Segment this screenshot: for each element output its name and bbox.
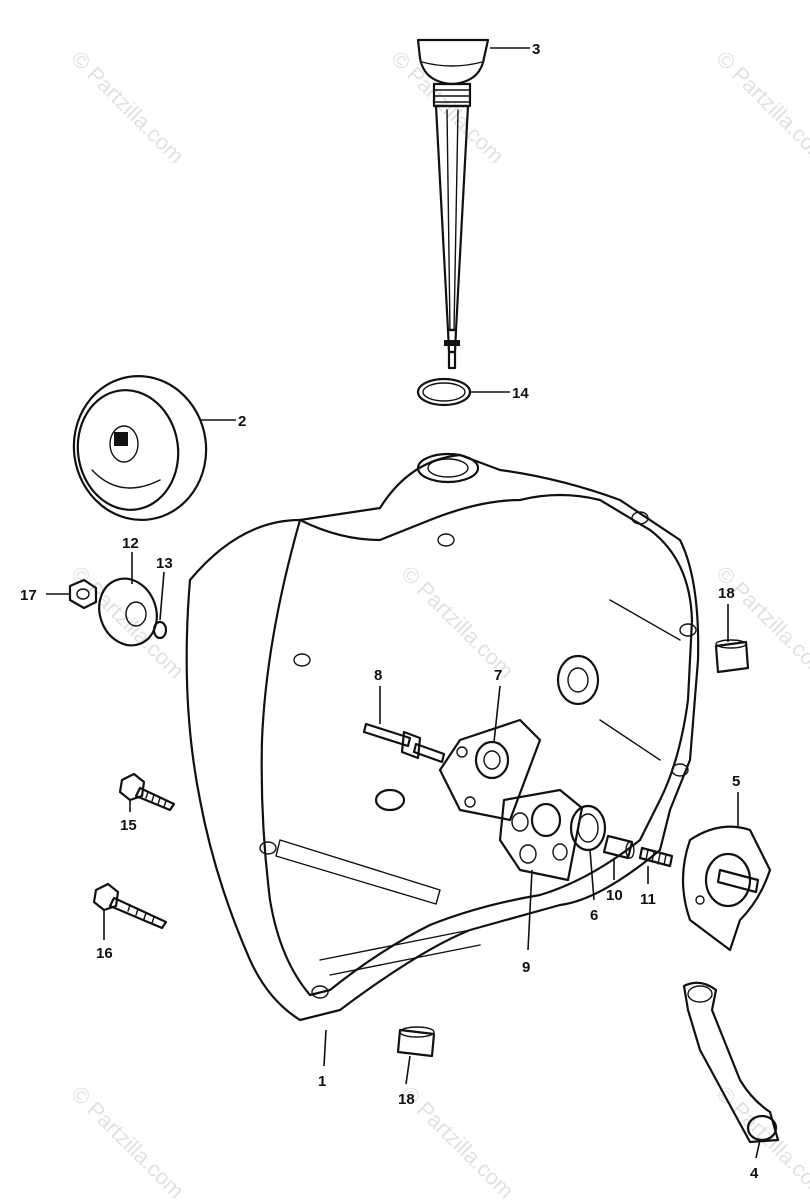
callout-2: 2	[238, 413, 246, 430]
callout-3: 3	[532, 41, 540, 58]
watermark-text: © Partzilla.com	[396, 561, 519, 684]
watermark-text: © Partzilla.com	[396, 1081, 519, 1200]
oring-14-part	[416, 377, 472, 407]
callout-11: 11	[640, 891, 656, 908]
callout-9: 9	[522, 959, 530, 976]
callout-15: 15	[120, 817, 137, 834]
callout-4: 4	[750, 1165, 759, 1182]
watermark-text: © Partzilla.com	[711, 46, 810, 169]
gasket-9-part	[498, 788, 584, 882]
spring-11-part	[638, 846, 674, 868]
bolts-parts	[92, 772, 176, 930]
watermark-text: © Partzilla.com	[66, 46, 189, 169]
callout-13: 13	[156, 555, 173, 572]
watermark-text: © Partzilla.com	[711, 561, 810, 684]
callout-1: 1	[318, 1073, 326, 1090]
callout-7: 7	[494, 667, 502, 684]
stud-bolt-8-part	[362, 722, 446, 764]
watermark-text: © Partzilla.com	[66, 1081, 189, 1200]
callout-16: 16	[96, 945, 113, 962]
callout-17: 17	[20, 587, 37, 604]
dowel-18-parts	[396, 639, 750, 1058]
cam-plate-5-part	[681, 825, 772, 952]
callout-leaders	[46, 47, 761, 1159]
callout-labels: 3 14 2 12 13 17 18 8 7 5 15 10 11 6 9 16…	[20, 41, 759, 1182]
small-cap-parts	[68, 577, 168, 647]
crankcase-cover-part	[185, 452, 700, 1022]
callout-18-lower: 18	[398, 1091, 415, 1108]
callout-12: 12	[122, 535, 139, 552]
callout-10: 10	[606, 887, 623, 904]
oil-pump-7-part	[438, 718, 542, 822]
callout-14: 14	[512, 385, 529, 402]
callout-6: 6	[590, 907, 598, 924]
callout-8: 8	[374, 667, 382, 684]
dipstick-part	[416, 38, 490, 370]
callout-18-upper: 18	[718, 585, 735, 602]
dowel-10-part	[602, 834, 635, 860]
seal-6-part	[569, 804, 607, 852]
round-cover-part	[72, 375, 208, 521]
callout-5: 5	[732, 773, 740, 790]
kick-lever-4-part	[682, 981, 780, 1144]
